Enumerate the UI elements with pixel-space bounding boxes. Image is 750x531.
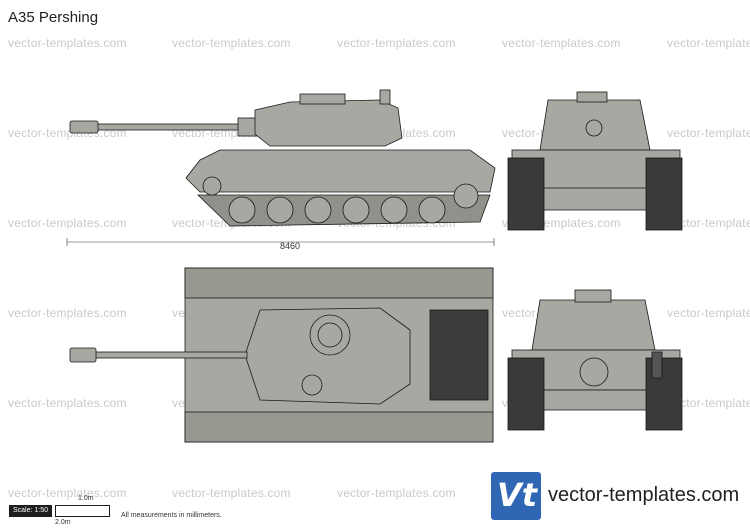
- vt-logo[interactable]: Vt: [491, 472, 541, 520]
- road-wheel: [380, 196, 408, 224]
- turret-rear: [531, 299, 656, 351]
- page-title: A35 Pershing: [8, 9, 99, 26]
- road-wheel: [418, 196, 446, 224]
- cupola-rear: [574, 289, 612, 303]
- scale-label: Scale: 1:50: [9, 505, 53, 517]
- rear-hatch: [579, 357, 609, 387]
- road-wheel: [266, 196, 294, 224]
- loader-hatch: [301, 374, 323, 396]
- gun-bore: [585, 119, 603, 137]
- front-view: [507, 91, 683, 231]
- drive-sprocket: [453, 183, 479, 209]
- rear-view: [507, 289, 683, 431]
- turret-top: [244, 307, 411, 405]
- hull-side: [185, 149, 496, 193]
- track-left-rear: [507, 357, 545, 431]
- gun-barrel-top: [94, 351, 248, 359]
- track-top-left: [184, 267, 494, 299]
- lower-hull-front: [543, 187, 647, 211]
- top-view: [69, 267, 494, 443]
- muzzle-brake: [69, 120, 99, 134]
- track-right: [645, 157, 683, 231]
- hatch-inner: [317, 322, 343, 348]
- measurement-note: All measurements in millimeters.: [121, 512, 222, 519]
- logo-letters: Vt: [497, 476, 538, 514]
- cupola: [299, 93, 346, 105]
- engine-grille: [429, 309, 489, 401]
- site-link[interactable]: vector-templates.com: [548, 484, 740, 506]
- road-wheel: [228, 196, 256, 224]
- gun-barrel: [94, 123, 251, 131]
- length-dimension: 8460: [279, 241, 301, 251]
- turret-side: [254, 99, 403, 147]
- scale-bar: [55, 505, 110, 517]
- track-top-right: [184, 411, 494, 443]
- scale-2m-label: 2.0m: [55, 519, 71, 526]
- side-view: [66, 89, 496, 246]
- scale-1m-label: 1.0m: [78, 495, 94, 502]
- track-left: [507, 157, 545, 231]
- track-right-rear: [645, 357, 683, 431]
- antenna-mount: [379, 89, 391, 105]
- muzzle-brake-top: [69, 347, 97, 363]
- idler-wheel: [202, 176, 222, 196]
- road-wheel: [304, 196, 332, 224]
- exhaust: [651, 351, 663, 379]
- lower-hull-rear: [543, 389, 647, 411]
- cupola-front: [576, 91, 608, 103]
- road-wheel: [342, 196, 370, 224]
